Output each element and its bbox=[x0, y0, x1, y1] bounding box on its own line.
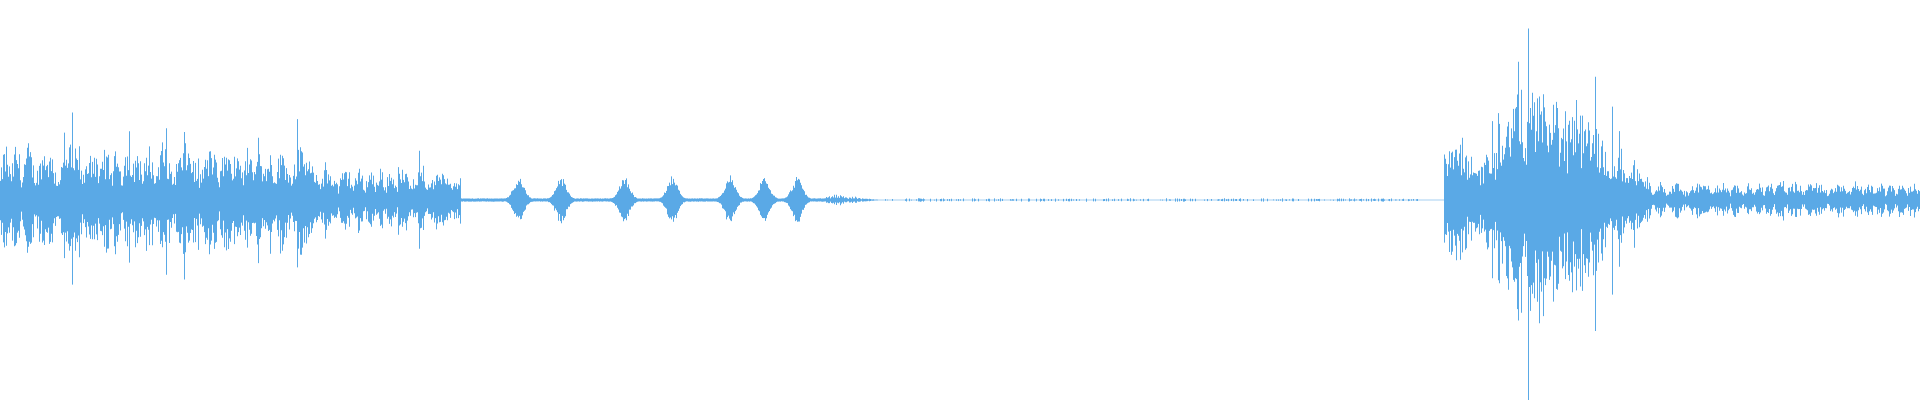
waveform-samples bbox=[0, 28, 1920, 400]
